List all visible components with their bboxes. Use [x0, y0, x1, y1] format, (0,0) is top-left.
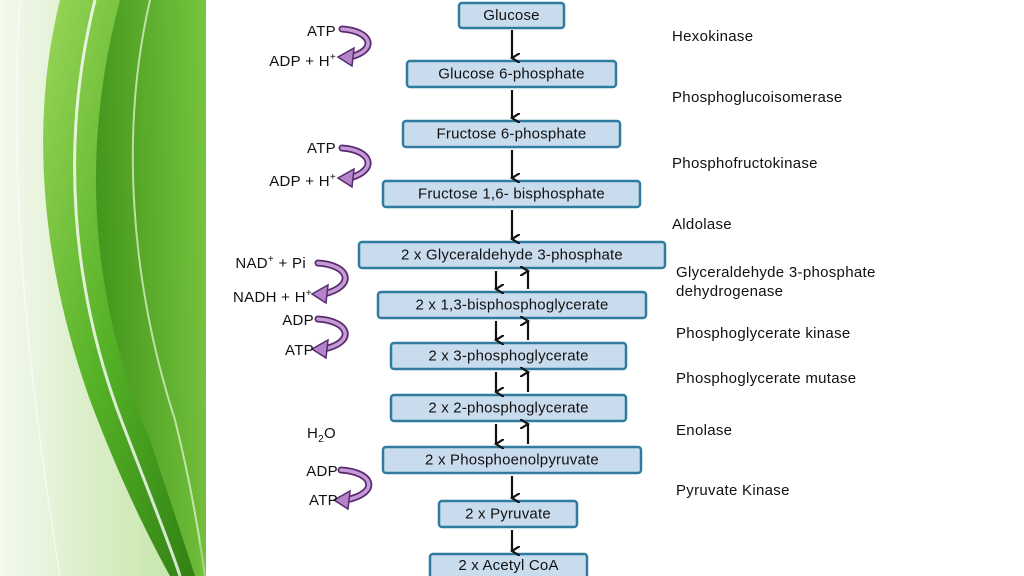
node-label: Glucose	[483, 7, 539, 24]
enzyme-label-phosphoglycerate-mutase: Phosphoglycerate mutase	[676, 370, 856, 387]
curved-arrow-icon	[310, 259, 349, 305]
cofactor-atp-in: ATP	[307, 140, 336, 157]
cofactor-atp-out: ATP	[285, 342, 314, 359]
node-glucose-6-phosphate: Glucose 6-phosphate	[405, 59, 618, 89]
enzyme-label-enolase: Enolase	[676, 422, 732, 439]
node-label: 2 x Phosphoenolpyruvate	[425, 451, 599, 468]
enzyme-label-gapdh-line1: Glyceraldehyde 3-phosphate	[676, 264, 876, 281]
cofactor-adp-in: ADP	[306, 463, 338, 480]
cofactor-water-out: H2O	[307, 425, 336, 445]
node-2-phosphoglycerate: 2 x 2-phosphoglycerate	[389, 393, 628, 423]
enzyme-label-hexokinase: Hexokinase	[672, 28, 753, 45]
enzyme-label-phosphoglucoisomerase: Phosphoglucoisomerase	[672, 89, 843, 106]
node-3-phosphoglycerate: 2 x 3-phosphoglycerate	[389, 341, 628, 371]
cofactor-atp-out: ATP	[309, 492, 338, 509]
enzyme-label-aldolase: Aldolase	[672, 216, 732, 233]
node-glyceraldehyde-3-phosphate: 2 x Glyceraldehyde 3-phosphate	[357, 240, 667, 270]
enzyme-label-pyruvate-kinase: Pyruvate Kinase	[676, 482, 790, 499]
node-fructose-1-6-bisphosphate: Fructose 1,6- bisphosphate	[381, 179, 642, 209]
cofactor-atp-in: ATP	[307, 23, 336, 40]
node-label: Fructose 6-phosphate	[437, 125, 587, 142]
node-label: 2 x 3-phosphoglycerate	[428, 347, 588, 364]
node-label: Fructose 1,6- bisphosphate	[418, 185, 605, 202]
node-label: 2 x 2-phosphoglycerate	[428, 399, 588, 416]
enzyme-label-phosphoglycerate-kinase: Phosphoglycerate kinase	[676, 325, 851, 342]
enzyme-label-gapdh-line2: dehydrogenase	[676, 283, 783, 300]
node-label: 2 x Pyruvate	[465, 505, 551, 522]
node-1-3-bisphosphoglycerate: 2 x 1,3-bisphosphoglycerate	[376, 290, 648, 320]
node-glucose: Glucose	[457, 1, 566, 30]
green-swoosh-background	[0, 0, 206, 576]
node-label: Glucose 6-phosphate	[438, 65, 584, 82]
cofactor-adp-out: ADP + H+	[269, 172, 336, 190]
cofactor-adp-in: ADP	[282, 312, 314, 329]
curved-arrow-icon	[336, 25, 372, 68]
cofactor-nadh-out: NADH + H+	[233, 288, 312, 306]
curved-arrow-icon	[336, 144, 372, 189]
node-label: 2 x 1,3-bisphosphoglycerate	[415, 296, 608, 313]
node-acetyl-coa: 2 x Acetyl CoA	[428, 552, 589, 576]
node-fructose-6-phosphate: Fructose 6-phosphate	[401, 119, 622, 149]
curved-arrow-icon	[332, 466, 373, 511]
cofactor-adp-out: ADP + H+	[269, 52, 336, 70]
node-phosphoenolpyruvate: 2 x Phosphoenolpyruvate	[381, 445, 643, 475]
node-label: 2 x Acetyl CoA	[458, 557, 558, 574]
node-pyruvate: 2 x Pyruvate	[437, 499, 579, 529]
enzyme-label-phosphofructokinase: Phosphofructokinase	[672, 155, 818, 172]
cofactor-nad-in: NAD+ + Pi	[235, 254, 306, 272]
curved-arrow-icon	[310, 315, 349, 360]
node-label: 2 x Glyceraldehyde 3-phosphate	[401, 246, 623, 263]
